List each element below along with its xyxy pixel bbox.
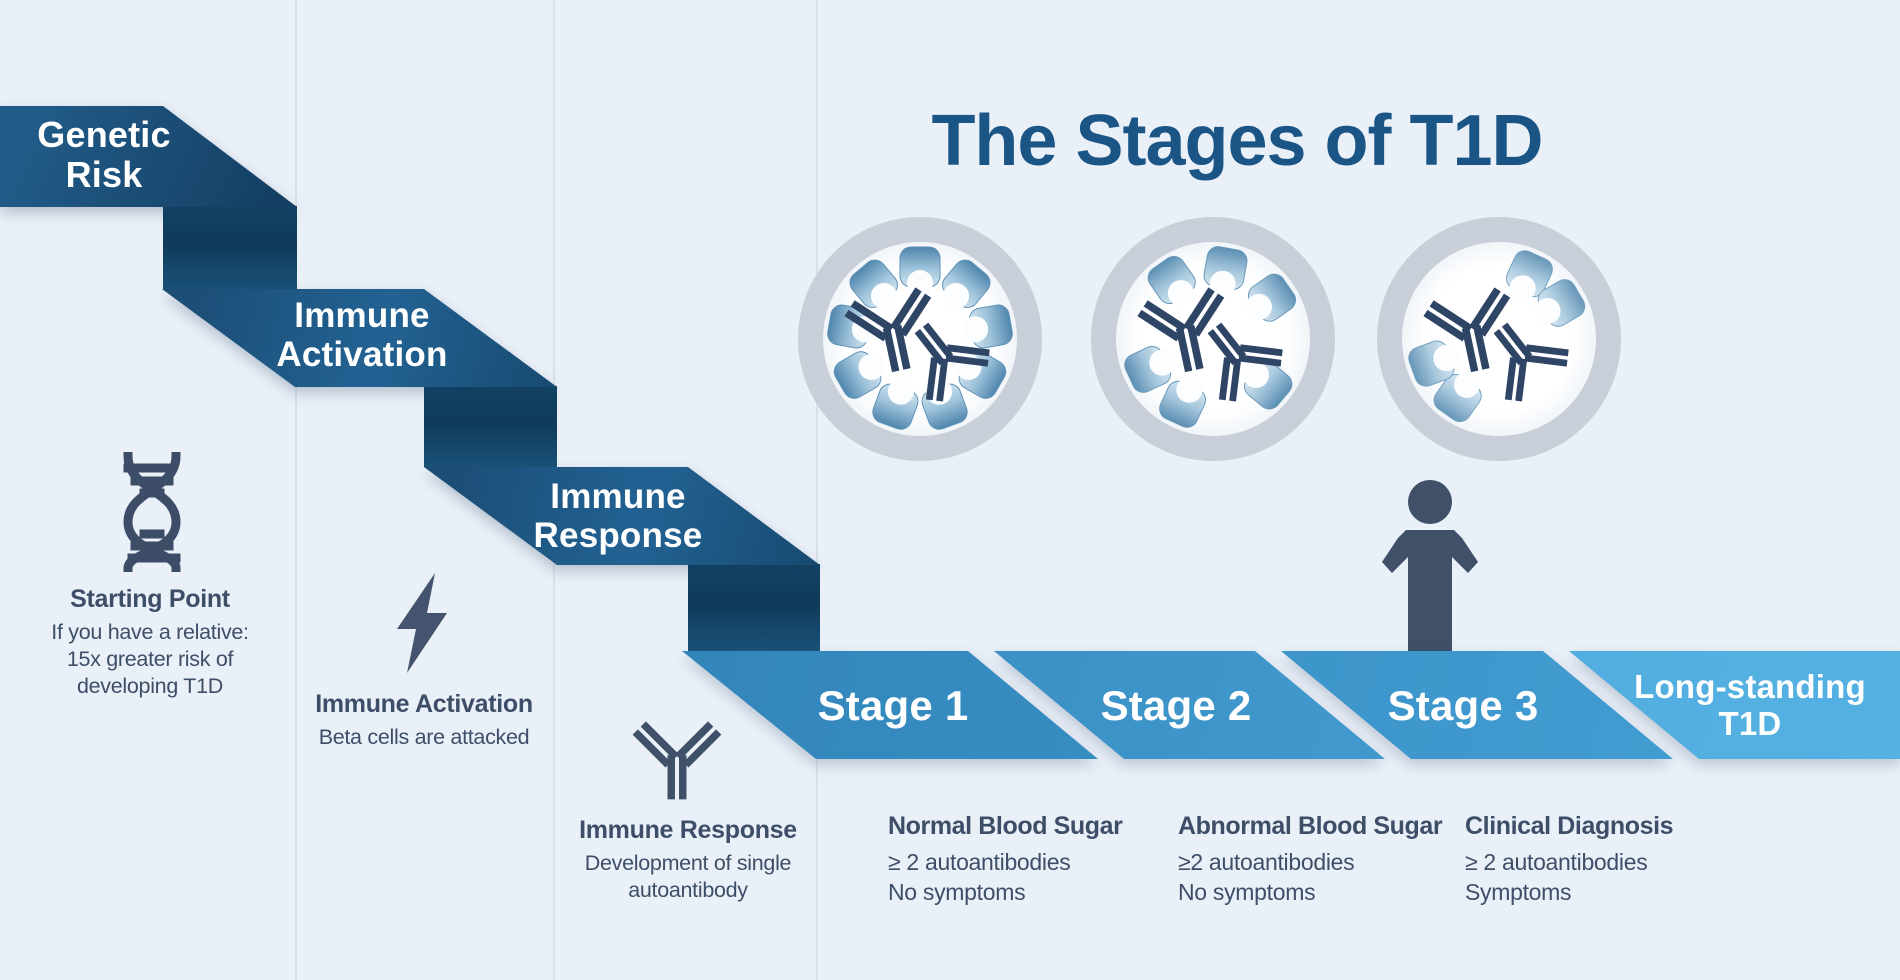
- ribbon-fold: [163, 206, 297, 290]
- ribbon-fold: [424, 386, 557, 467]
- detail-line: ≥ 2 autoantibodies: [888, 849, 1071, 875]
- stage-timeline: [0, 651, 1900, 759]
- stage-1-details: Normal Blood Sugar ≥ 2 autoantibodies No…: [888, 812, 1178, 907]
- ribbon-step-immune-response: [424, 467, 820, 565]
- detail-title: Clinical Diagnosis: [1465, 812, 1674, 840]
- callout-line: developing T1D: [76, 674, 223, 698]
- stage-2-label: Stage 2: [1100, 682, 1252, 729]
- ribbon-step-immune-activation: [162, 289, 557, 387]
- antibody-icon: [622, 690, 732, 800]
- stage-3-details: Clinical Diagnosis ≥ 2 autoantibodies Sy…: [1465, 812, 1755, 907]
- islet-stage-1: [798, 217, 1042, 461]
- callout-title: Immune Activation: [315, 690, 533, 718]
- detail-line: ≥ 2 autoantibodies: [1465, 849, 1648, 875]
- islet-stage-2: [1091, 217, 1335, 461]
- column-divider: [816, 0, 818, 980]
- ribbon-step-label: Immune Response: [533, 477, 703, 555]
- callout-immune-response: Immune Response Development of single au…: [548, 816, 828, 904]
- stage-1-label: Stage 1: [817, 682, 969, 729]
- ribbon-step-label: Genetic Risk: [37, 114, 171, 195]
- detail-title: Abnormal Blood Sugar: [1178, 812, 1443, 840]
- dna-icon: [123, 452, 181, 572]
- stage-3-label: Stage 3: [1387, 682, 1539, 729]
- detail-line: No symptoms: [888, 879, 1026, 905]
- islet-stage-3: [1377, 217, 1621, 461]
- column-divider: [295, 0, 297, 980]
- callout-immune-activation: Immune Activation Beta cells are attacke…: [284, 690, 564, 751]
- long-standing-label: Long-standing T1D: [1634, 668, 1866, 742]
- lightning-icon: [397, 573, 447, 673]
- callout-line: autoantibody: [628, 878, 748, 902]
- callout-starting-point: Starting Point If you have a relative: 1…: [10, 585, 290, 700]
- ribbon-step-genetic-risk: [0, 106, 297, 207]
- detail-title: Normal Blood Sugar: [888, 812, 1123, 840]
- callout-title: Starting Point: [70, 585, 230, 613]
- detail-line: Symptoms: [1465, 879, 1572, 905]
- stage-2-details: Abnormal Blood Sugar ≥2 autoantibodies N…: [1178, 812, 1468, 907]
- ribbon-fold: [688, 564, 820, 651]
- page-title: The Stages of T1D: [931, 101, 1543, 182]
- callout-line: If you have a relative:: [51, 620, 249, 644]
- detail-line: ≥2 autoantibodies: [1178, 849, 1355, 875]
- detail-line: No symptoms: [1178, 879, 1316, 905]
- callout-line: Development of single: [584, 851, 792, 875]
- ribbon-step-label: Immune Activation: [276, 296, 448, 374]
- person-icon: [1382, 480, 1478, 652]
- callout-line: Beta cells are attacked: [318, 725, 530, 749]
- callout-title: Immune Response: [579, 816, 797, 844]
- callout-line: 15x greater risk of: [66, 647, 234, 671]
